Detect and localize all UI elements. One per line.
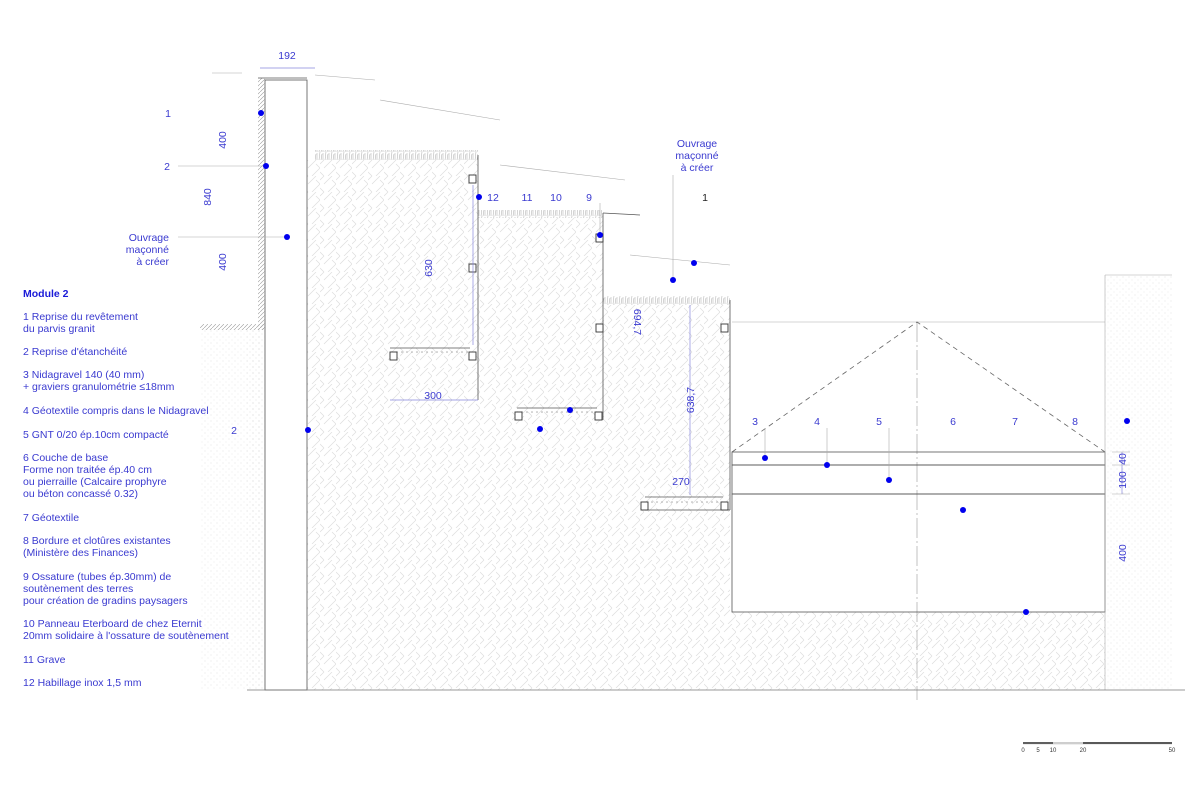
legend-item-9b: soutènement des terres	[23, 583, 133, 595]
dim-step1-height: 630	[423, 259, 435, 277]
dim-step3-a: 694,7	[631, 309, 643, 335]
legend: Module 2 1 Reprise du revêtement du parv…	[23, 288, 229, 689]
legend-item-2: 2 Reprise d'étanchéité	[23, 346, 127, 358]
callout-7: 7	[1012, 416, 1018, 428]
ouvrage-right-2: maçonné	[675, 150, 718, 162]
legend-item-3a: 3 Nidagravel 140 (40 mm)	[23, 369, 144, 381]
legend-item-6c: ou pierraille (Calcaire prophyre	[23, 476, 167, 488]
ouvrage-right-3: à créer	[681, 162, 714, 174]
scale-tick-20: 20	[1080, 748, 1087, 754]
legend-item-1b: du parvis granit	[23, 323, 95, 335]
callout-12: 12	[487, 192, 499, 204]
dim-layer-b: 100	[1117, 471, 1129, 489]
callout-11: 11	[522, 192, 533, 204]
legend-item-6d: ou béton concassé 0.32)	[23, 488, 138, 500]
callout-10: 10	[550, 192, 562, 204]
legend-item-10b: 20mm solidaire à l'ossature de soutèneme…	[23, 630, 229, 642]
callout-8: 8	[1072, 416, 1078, 428]
dim-h2: 400	[217, 253, 229, 271]
legend-item-6b: Forme non traitée ép.40 cm	[23, 464, 152, 476]
tube-frames	[389, 174, 729, 511]
callout-3: 3	[752, 416, 758, 428]
legend-item-8b: (Ministère des Finances)	[23, 547, 138, 559]
legend-item-4: 4 Géotextile compris dans le Nidagravel	[23, 405, 209, 417]
legend-item-3b: + graviers granulométrie ≤18mm	[23, 381, 175, 393]
pavement-section	[731, 274, 1172, 700]
legend-item-1a: 1 Reprise du revêtement	[23, 311, 138, 323]
legend-item-6a: 6 Couche de base	[23, 452, 108, 464]
callout-1: 1	[165, 108, 171, 120]
legend-item-8a: 8 Bordure et clotûres existantes	[23, 535, 171, 547]
dim-top-width: 192	[278, 50, 296, 62]
legend-item-5: 5 GNT 0/20 ép.10cm compacté	[23, 429, 169, 441]
legend-item-9a: 9 Ossature (tubes ép.30mm) de	[23, 571, 171, 583]
grass-terraces	[314, 74, 731, 305]
callout-5: 5	[876, 416, 882, 428]
dim-h1: 400	[217, 131, 229, 149]
dim-step3-width: 270	[672, 476, 690, 488]
legend-item-9c: pour création de gradins paysagers	[23, 595, 188, 607]
legend-item-10a: 10 Panneau Eterboard de chez Eternit	[23, 618, 202, 630]
ouvrage-left-2: maçonné	[126, 244, 169, 256]
leader-lines	[178, 165, 890, 480]
dim-layer-a: 40	[1117, 453, 1129, 465]
dim-layer-c: 400	[1117, 544, 1129, 562]
scale-tick-0: 0	[1021, 748, 1025, 754]
dim-total: 840	[202, 188, 214, 206]
callout-2: 2	[164, 161, 170, 173]
dim-step3-b: 638,7	[685, 387, 697, 413]
scale-tick-50: 50	[1169, 748, 1176, 754]
scale-tick-10: 10	[1050, 748, 1057, 754]
callout-1-right: 1	[702, 192, 708, 204]
step-walls	[390, 155, 731, 511]
earth-fill	[200, 160, 1172, 690]
markers	[258, 110, 1130, 615]
legend-title: Module 2	[23, 288, 69, 300]
legend-item-7: 7 Géotextile	[23, 512, 79, 524]
ouvrage-left-1: Ouvrage	[129, 232, 169, 244]
callout-2-lower: 2	[231, 425, 237, 437]
callout-6: 6	[950, 416, 956, 428]
ouvrage-left-3: à créer	[136, 256, 169, 268]
dim-step1-width: 300	[424, 390, 442, 402]
callout-9: 9	[586, 192, 592, 204]
legend-item-11: 11 Grave	[23, 654, 66, 666]
scale-bar: 0 5 10 20 50	[1021, 742, 1176, 754]
scale-tick-5: 5	[1036, 748, 1040, 754]
dimension-lines	[212, 67, 1130, 495]
legend-item-12: 12 Habillage inox 1,5 mm	[23, 677, 142, 689]
ouvrage-right-1: Ouvrage	[677, 138, 717, 150]
callout-4: 4	[814, 416, 820, 428]
